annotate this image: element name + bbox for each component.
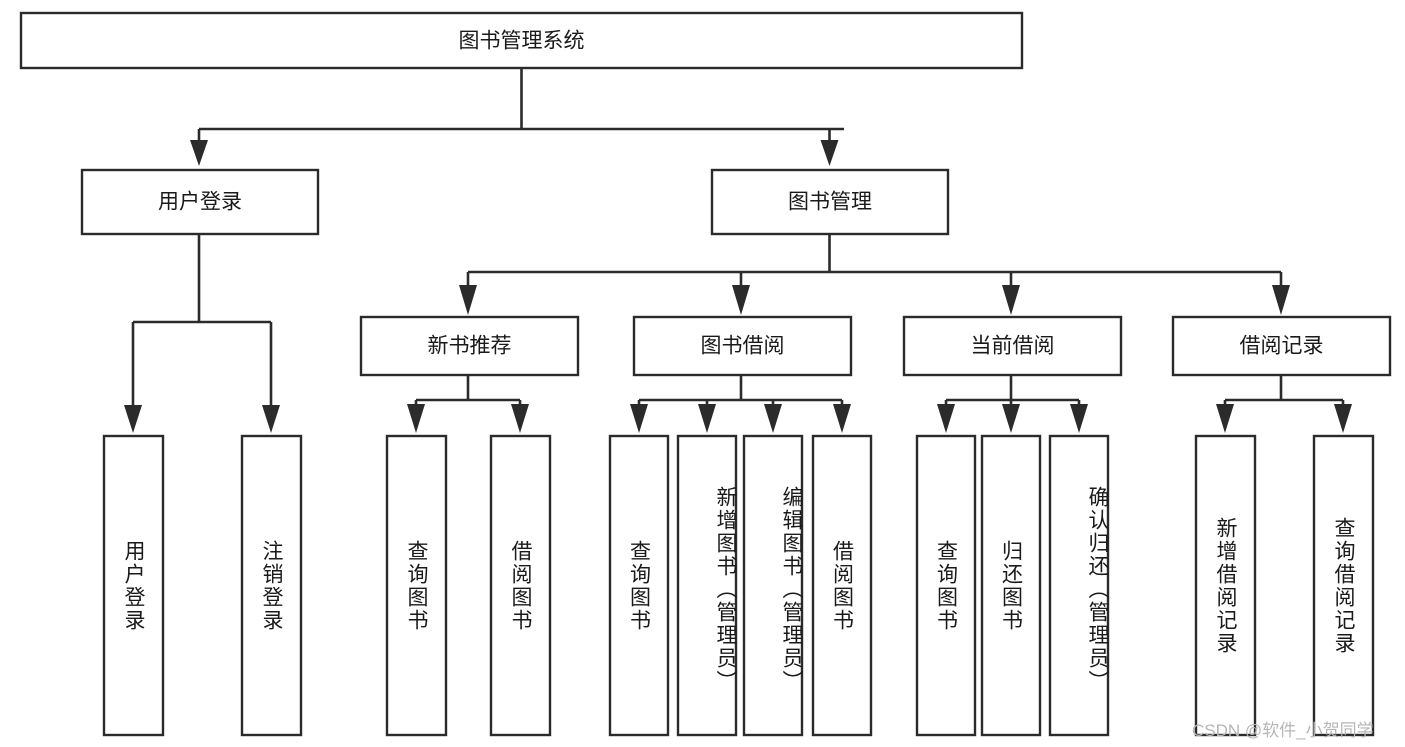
node-borrow-record-label: 借阅记录 bbox=[1240, 335, 1324, 358]
leaf-box-user-login-0[interactable] bbox=[102, 434, 165, 737]
arrowhead-newbook-leaf1 bbox=[407, 404, 425, 433]
arrowhead-bookborrow-leaf1 bbox=[630, 404, 648, 433]
node-user-login[interactable]: 用户登录 bbox=[80, 168, 320, 236]
leaf-box-book-borrow-3[interactable] bbox=[811, 434, 873, 737]
arrowhead-book-manage bbox=[820, 140, 839, 166]
node-book-manage-label: 图书管理 bbox=[788, 191, 872, 214]
arrowhead-leaf-logout bbox=[262, 405, 280, 433]
arrowhead-bookborrow-leaf4 bbox=[833, 404, 851, 433]
csdn-watermark: CSDN @软件_小贺同学 bbox=[1192, 721, 1374, 740]
leaf-box-book-borrow-0[interactable] bbox=[608, 434, 670, 737]
node-borrow-record[interactable]: 借阅记录 bbox=[1171, 315, 1392, 377]
leaf-box-borrow-record-0[interactable] bbox=[1194, 434, 1257, 737]
arrowhead-bookborrow bbox=[732, 285, 750, 315]
node-book-manage-box[interactable] bbox=[710, 168, 950, 236]
node-borrow-record-box[interactable] bbox=[1171, 315, 1392, 377]
node-current-borrow-box[interactable] bbox=[902, 315, 1123, 377]
leaf-box-new-book-rec-0[interactable] bbox=[385, 434, 448, 737]
node-book-borrow[interactable]: 图书借阅 bbox=[632, 315, 853, 377]
leaf-box-book-borrow-1[interactable] bbox=[676, 434, 738, 737]
node-new-book-rec-label: 新书推荐 bbox=[428, 335, 512, 358]
node-new-book-rec-box[interactable] bbox=[359, 315, 580, 377]
node-book-borrow-label: 图书借阅 bbox=[701, 335, 785, 358]
arrowhead-bookborrow-leaf3 bbox=[764, 404, 782, 433]
leaf-box-current-borrow-0[interactable] bbox=[915, 434, 977, 737]
leaf-box-book-borrow-2[interactable] bbox=[742, 434, 804, 737]
arrowhead-user-login bbox=[190, 140, 208, 166]
node-current-borrow-label: 当前借阅 bbox=[971, 335, 1055, 358]
leaf-box-current-borrow-2[interactable] bbox=[1048, 434, 1110, 737]
connector-layer bbox=[124, 68, 1352, 433]
node-current-borrow[interactable]: 当前借阅 bbox=[902, 315, 1123, 377]
arrowhead-borrowrecord-leaf1 bbox=[1216, 404, 1234, 433]
arrowhead-currentborrow-leaf1 bbox=[937, 404, 955, 433]
node-new-book-rec[interactable]: 新书推荐 bbox=[359, 315, 580, 377]
arrowhead-currentborrow-leaf2 bbox=[1002, 404, 1020, 433]
arrowhead-borrowrecord bbox=[1272, 285, 1290, 315]
leaf-box-current-borrow-1[interactable] bbox=[980, 434, 1042, 737]
arrowhead-newbook-leaf2 bbox=[511, 404, 529, 433]
arrowhead-borrowrecord-leaf2 bbox=[1334, 404, 1352, 433]
node-book-borrow-box[interactable] bbox=[632, 315, 853, 377]
arrowhead-leaf-user-login bbox=[124, 405, 142, 433]
arrowhead-bookborrow-leaf2 bbox=[698, 404, 716, 433]
node-user-login-box[interactable] bbox=[80, 168, 320, 236]
leaf-box-borrow-record-1[interactable] bbox=[1312, 434, 1375, 737]
node-root[interactable]: 图书管理系统 bbox=[19, 11, 1024, 70]
node-root-label: 图书管理系统 bbox=[459, 30, 585, 53]
node-user-login-label: 用户登录 bbox=[158, 191, 242, 214]
node-book-manage[interactable]: 图书管理 bbox=[710, 168, 950, 236]
leaf-box-user-login-1[interactable] bbox=[240, 434, 303, 737]
node-root-box[interactable] bbox=[19, 11, 1024, 70]
arrowhead-newbook bbox=[459, 285, 477, 315]
node-layer: 图书管理系统 用户登录 图书管理 新书推荐 图书借阅 bbox=[19, 11, 1392, 737]
arrowhead-currentborrow-leaf3 bbox=[1070, 404, 1088, 433]
arrowhead-currentborrow bbox=[1002, 285, 1020, 315]
leaf-box-new-book-rec-1[interactable] bbox=[489, 434, 552, 737]
